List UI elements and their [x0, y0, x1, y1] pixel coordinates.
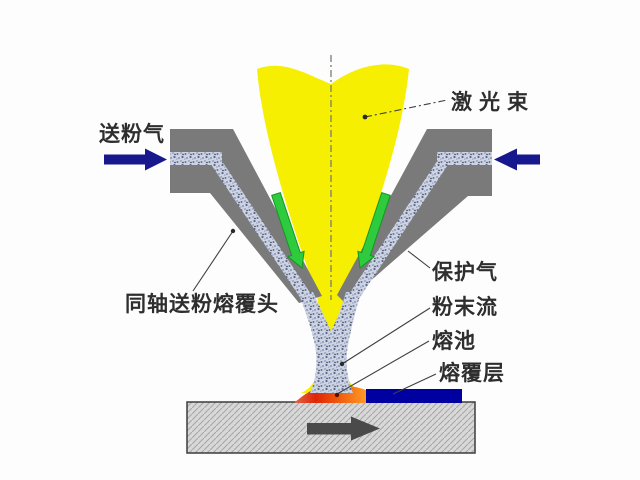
leader-melt-pool [336, 340, 430, 395]
label-powder-gas: 送粉气 [99, 122, 165, 146]
leader-lines [192, 99, 448, 395]
cladding-layer-shape [366, 389, 462, 403]
right-powder-gas-arrow [494, 148, 540, 171]
label-shield-gas: 保护气 [432, 260, 498, 284]
label-melt-pool: 熔池 [432, 329, 476, 353]
label-cladding-layer: 熔覆层 [439, 361, 505, 385]
left-powder-gas-arrow [104, 148, 167, 171]
left-powder-channel [170, 152, 310, 299]
label-powder-flow: 粉末流 [432, 295, 498, 319]
travel-direction-arrow [307, 416, 380, 441]
leader-dot-coaxial [230, 228, 236, 234]
leader-coaxial-head [192, 230, 234, 292]
label-coaxial-head: 同轴送粉熔覆头 [125, 292, 279, 316]
right-gas-flow-arrow [357, 191, 391, 269]
left-gas-flow-arrow [271, 191, 305, 269]
leader-cladding-layer [392, 373, 437, 395]
leader-powder-flow [341, 307, 431, 365]
leader-dots [230, 114, 368, 398]
leader-dot-laser [362, 114, 368, 120]
label-laser-beam: 激光束 [451, 90, 535, 114]
leader-shield-gas [407, 250, 431, 269]
leader-dot-powder-flow [339, 361, 345, 367]
leader-laser-beam [364, 99, 448, 118]
powder-stream [298, 292, 361, 393]
leader-dot-melt-pool [334, 392, 340, 398]
laser-beam-shape [257, 64, 409, 393]
right-powder-channel [350, 152, 492, 298]
